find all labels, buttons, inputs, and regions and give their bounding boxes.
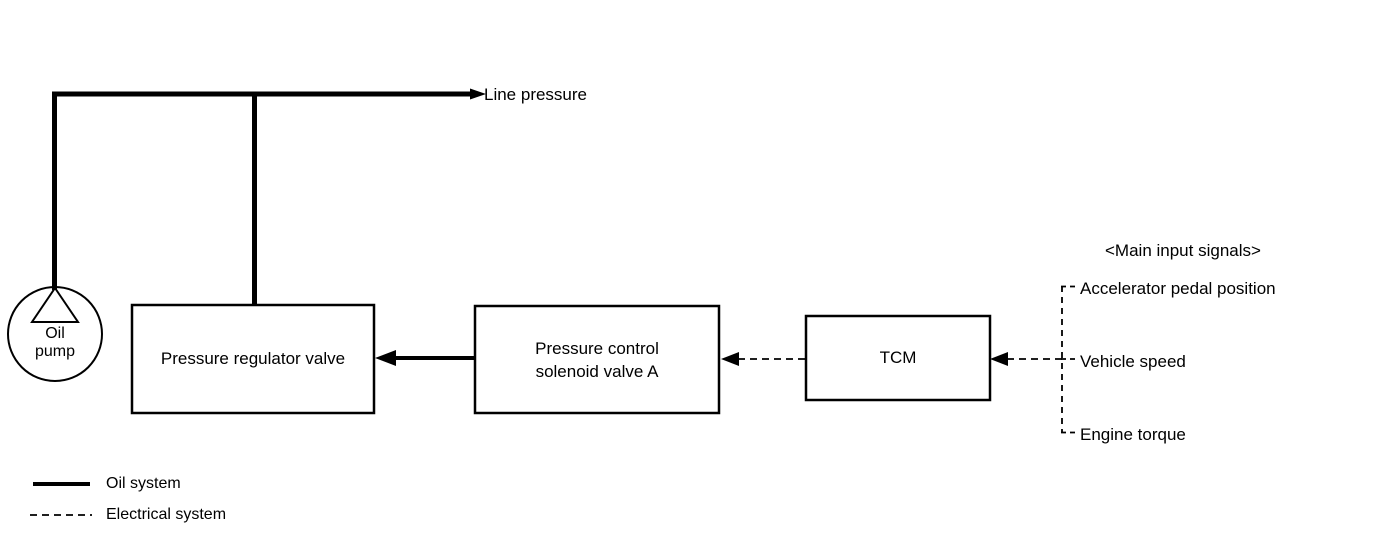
oil-pump-label: Oil pump xyxy=(10,325,100,362)
input-signals-header: <Main input signals> xyxy=(1105,241,1261,260)
legend-label-electrical-system: Electrical system xyxy=(106,506,227,523)
pressure-regulator-valve-label: Pressure regulator valve xyxy=(160,349,346,368)
input-signal-vehicle-speed: Vehicle speed xyxy=(1080,352,1186,371)
tcm-label: TCM xyxy=(879,348,917,367)
pressure-control-solenoid-valve-box[interactable] xyxy=(473,304,721,415)
line-pressure-arrowhead xyxy=(470,88,486,100)
input-signal-accelerator-pedal-position: Accelerator pedal position xyxy=(1080,279,1276,298)
pressure-control-solenoid-valve-label: Pressure control solenoid valve A xyxy=(475,338,719,384)
oil-pump-triangle-icon xyxy=(30,286,80,323)
arrow-tcm-to-solenoid-head xyxy=(721,352,739,366)
arrow-solenoid-to-regulator-head xyxy=(375,350,396,366)
oil-pump-label-line2: pump xyxy=(34,343,76,361)
pressure-control-solenoid-valve-label-line2: solenoid valve A xyxy=(535,361,659,381)
pressure-regulator-valve-box[interactable] xyxy=(130,303,376,415)
line-pressure-label: Line pressure xyxy=(484,85,588,104)
tcm-box[interactable] xyxy=(804,314,992,402)
arrow-signals-to-tcm-head xyxy=(990,352,1008,366)
oil-pump-label-line1: Oil xyxy=(45,325,65,342)
pressure-control-solenoid-valve-label-line1: Pressure control xyxy=(535,339,659,358)
input-signal-engine-torque: Engine torque xyxy=(1080,425,1186,444)
legend-label-oil-system: Oil system xyxy=(106,475,181,492)
